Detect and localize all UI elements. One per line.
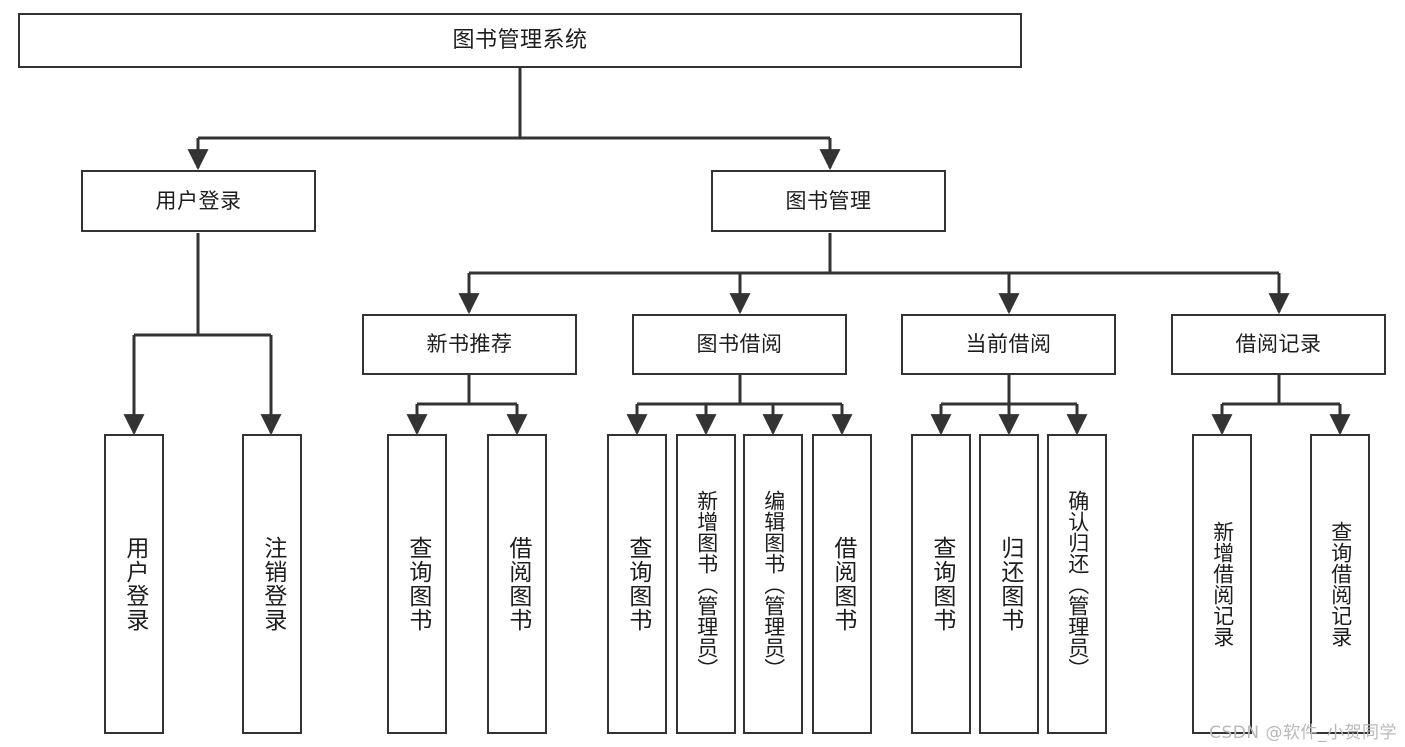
node-leaf-query-book-2[interactable]: 查询图书 xyxy=(607,434,667,734)
node-leaf-return-book[interactable]: 归还图书 xyxy=(979,434,1039,734)
node-root-label: 图书管理系统 xyxy=(452,27,588,53)
node-leaf-edit-book-label: 编辑图书（管理员） xyxy=(761,489,786,679)
node-book-management[interactable]: 图书管理 xyxy=(711,170,946,232)
node-leaf-borrow-book-1-label: 借阅图书 xyxy=(504,536,531,632)
node-new-book-recommend-label: 新书推荐 xyxy=(426,332,513,356)
node-leaf-confirm-return[interactable]: 确认归还（管理员） xyxy=(1047,434,1107,734)
node-leaf-query-record[interactable]: 查询借阅记录 xyxy=(1310,434,1370,734)
node-new-book-recommend[interactable]: 新书推荐 xyxy=(362,314,577,375)
node-user-login[interactable]: 用户登录 xyxy=(81,170,316,232)
node-leaf-add-record-label: 新增借阅记录 xyxy=(1210,521,1235,647)
node-borrow-record[interactable]: 借阅记录 xyxy=(1171,314,1386,375)
node-leaf-user-logout[interactable]: 注销登录 xyxy=(242,434,302,734)
node-leaf-borrow-book-1[interactable]: 借阅图书 xyxy=(487,434,547,734)
node-leaf-query-book-3[interactable]: 查询图书 xyxy=(911,434,971,734)
node-leaf-borrow-book-2-label: 借阅图书 xyxy=(829,536,856,632)
node-leaf-user-login-label: 用户登录 xyxy=(121,536,148,632)
node-leaf-add-book[interactable]: 新增图书（管理员） xyxy=(676,434,736,734)
node-leaf-confirm-return-label: 确认归还（管理员） xyxy=(1065,489,1090,679)
node-leaf-borrow-book-2[interactable]: 借阅图书 xyxy=(812,434,872,734)
node-leaf-query-record-label: 查询借阅记录 xyxy=(1328,521,1353,647)
node-current-borrow-label: 当前借阅 xyxy=(965,332,1052,356)
node-book-management-label: 图书管理 xyxy=(785,188,872,213)
node-borrow-record-label: 借阅记录 xyxy=(1235,332,1322,356)
csdn-watermark: CSDN @软件_小贺同学 xyxy=(1209,723,1397,743)
node-leaf-user-logout-label: 注销登录 xyxy=(259,536,286,632)
node-book-borrow-label: 图书借阅 xyxy=(696,332,783,356)
node-leaf-user-login[interactable]: 用户登录 xyxy=(104,434,164,734)
node-current-borrow[interactable]: 当前借阅 xyxy=(901,314,1116,375)
node-leaf-add-record[interactable]: 新增借阅记录 xyxy=(1192,434,1252,734)
node-leaf-query-book-3-label: 查询图书 xyxy=(928,536,955,632)
node-leaf-query-book-1-label: 查询图书 xyxy=(404,536,431,632)
node-leaf-add-book-label: 新增图书（管理员） xyxy=(694,489,719,679)
node-user-login-label: 用户登录 xyxy=(155,188,242,213)
node-leaf-return-book-label: 归还图书 xyxy=(996,536,1023,632)
node-leaf-query-book-2-label: 查询图书 xyxy=(624,536,651,632)
node-book-borrow[interactable]: 图书借阅 xyxy=(632,314,847,375)
node-root[interactable]: 图书管理系统 xyxy=(18,13,1022,68)
node-leaf-query-book-1[interactable]: 查询图书 xyxy=(387,434,447,734)
node-leaf-edit-book[interactable]: 编辑图书（管理员） xyxy=(743,434,803,734)
